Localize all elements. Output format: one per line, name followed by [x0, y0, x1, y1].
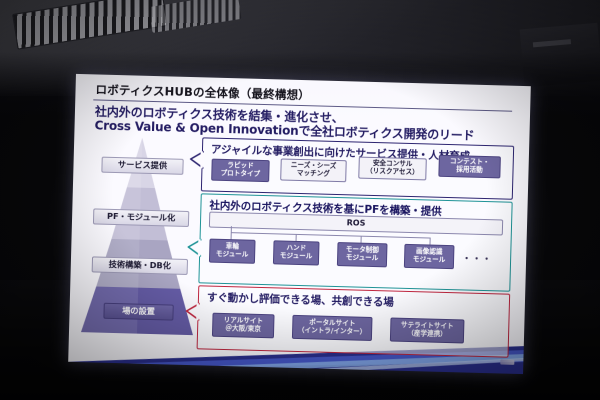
callout-beak-platform — [185, 238, 202, 260]
connector-drop-3 — [360, 235, 362, 243]
chip-needs-seeds-matching[interactable]: ニーズ・シーズ マッチング — [280, 158, 347, 183]
pyramid-tier-label-place: 場の設置 — [103, 302, 174, 321]
module-ellipsis: ・・・ — [461, 254, 493, 266]
section-platform: 社内外のロボティクス技術を基にPFを構築・提供 ROS 車輪 モジュール ハンド… — [187, 193, 513, 292]
chip-image-recognition-module[interactable]: 画像認識 モジュール — [403, 243, 455, 270]
pyramid-tier-label-platform: PF・モジュール化 — [92, 208, 190, 228]
section-place-heading: すぐ動かし評価できる場、共創できる場 — [206, 291, 394, 309]
callout-beak-place — [183, 302, 200, 324]
connector-drop-4 — [429, 237, 431, 245]
connector-drop-1 — [230, 232, 232, 240]
section-service: アジャイルな事業創出に向けたサービス提供・人材育成 ラピッド プロトタイプ ニー… — [189, 137, 515, 200]
chip-contest-recruiting[interactable]: コンテスト・ 採用活動 — [438, 154, 501, 179]
chip-satellite-site[interactable]: サテライトサイト （産学連携） — [389, 317, 465, 344]
slide: ロボティクスHUBの全体像（最終構想） 社内外のロボティクス技術を結集・進化させ… — [68, 73, 531, 375]
chip-wheel-module[interactable]: 車輪 モジュール — [208, 238, 256, 264]
chip-motor-control-module[interactable]: モータ制御 モジュール — [336, 242, 388, 268]
section-place: すぐ動かし評価できる場、共創できる場 リアルサイト ＠大阪/東京 ポータルサイト… — [185, 285, 511, 358]
pyramid-diagram: サービス提供 PF・モジュール化 技術構築・DB化 場の設置 — [80, 134, 198, 337]
connector-rail — [230, 232, 431, 239]
pyramid-tier-label-service: サービス提供 — [101, 156, 184, 175]
pyramid-tier-label-tech: 技術構築・DB化 — [91, 256, 189, 275]
chip-rapid-prototype[interactable]: ラピッド プロトタイプ — [211, 158, 270, 183]
connector-drop-2 — [295, 233, 297, 241]
callout-beak-service — [187, 150, 204, 172]
chip-safety-consulting[interactable]: 安全コンサル （リスクアセス） — [358, 156, 427, 181]
chip-portal-site[interactable]: ポータルサイト （イントラ/インター） — [291, 314, 373, 342]
slide-corner-logo — [500, 359, 515, 365]
chip-real-site[interactable]: リアルサイト ＠大阪/東京 — [211, 312, 275, 339]
projection-screen: ロボティクスHUBの全体像（最終構想） 社内外のロボティクス技術を結集・進化させ… — [68, 73, 531, 375]
chip-hand-module[interactable]: ハンド モジュール — [272, 240, 320, 266]
